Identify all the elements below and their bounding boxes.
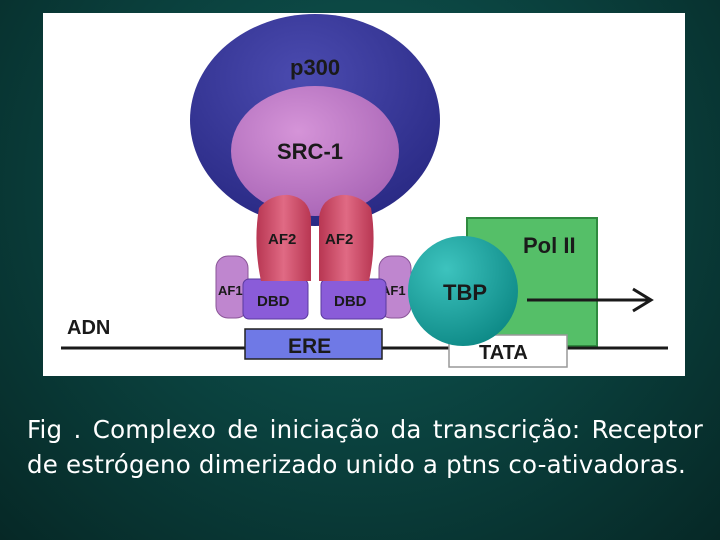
af1-left-label: AF1 — [218, 283, 243, 298]
ere-label: ERE — [288, 335, 331, 358]
tbp-label: TBP — [443, 280, 487, 305]
af2-right-label: AF2 — [325, 231, 353, 248]
src1-label: SRC-1 — [277, 139, 343, 164]
dbd-right-label: DBD — [334, 293, 367, 310]
p300-label: p300 — [290, 55, 340, 80]
figure-panel: Pol II ADN ERE TATA p300 SRC-1 AF1 AF1 — [43, 13, 685, 376]
dbd-left-label: DBD — [257, 293, 290, 310]
af1-right-label: AF1 — [381, 283, 406, 298]
pol2-label: Pol II — [523, 233, 576, 258]
adn-label: ADN — [67, 317, 110, 339]
figure-caption: Fig . Complexo de iniciação da transcriç… — [27, 415, 703, 479]
transcription-complex-diagram: Pol II ADN ERE TATA p300 SRC-1 AF1 AF1 — [61, 14, 668, 368]
af2-right-domain — [319, 194, 374, 281]
af2-left-domain — [256, 194, 311, 281]
transcription-arrow — [527, 287, 654, 313]
af2-left-label: AF2 — [268, 231, 296, 248]
ere-box — [244, 328, 383, 360]
tbp-protein — [408, 236, 518, 346]
src1-protein — [231, 86, 399, 216]
tata-label: TATA — [479, 342, 528, 364]
